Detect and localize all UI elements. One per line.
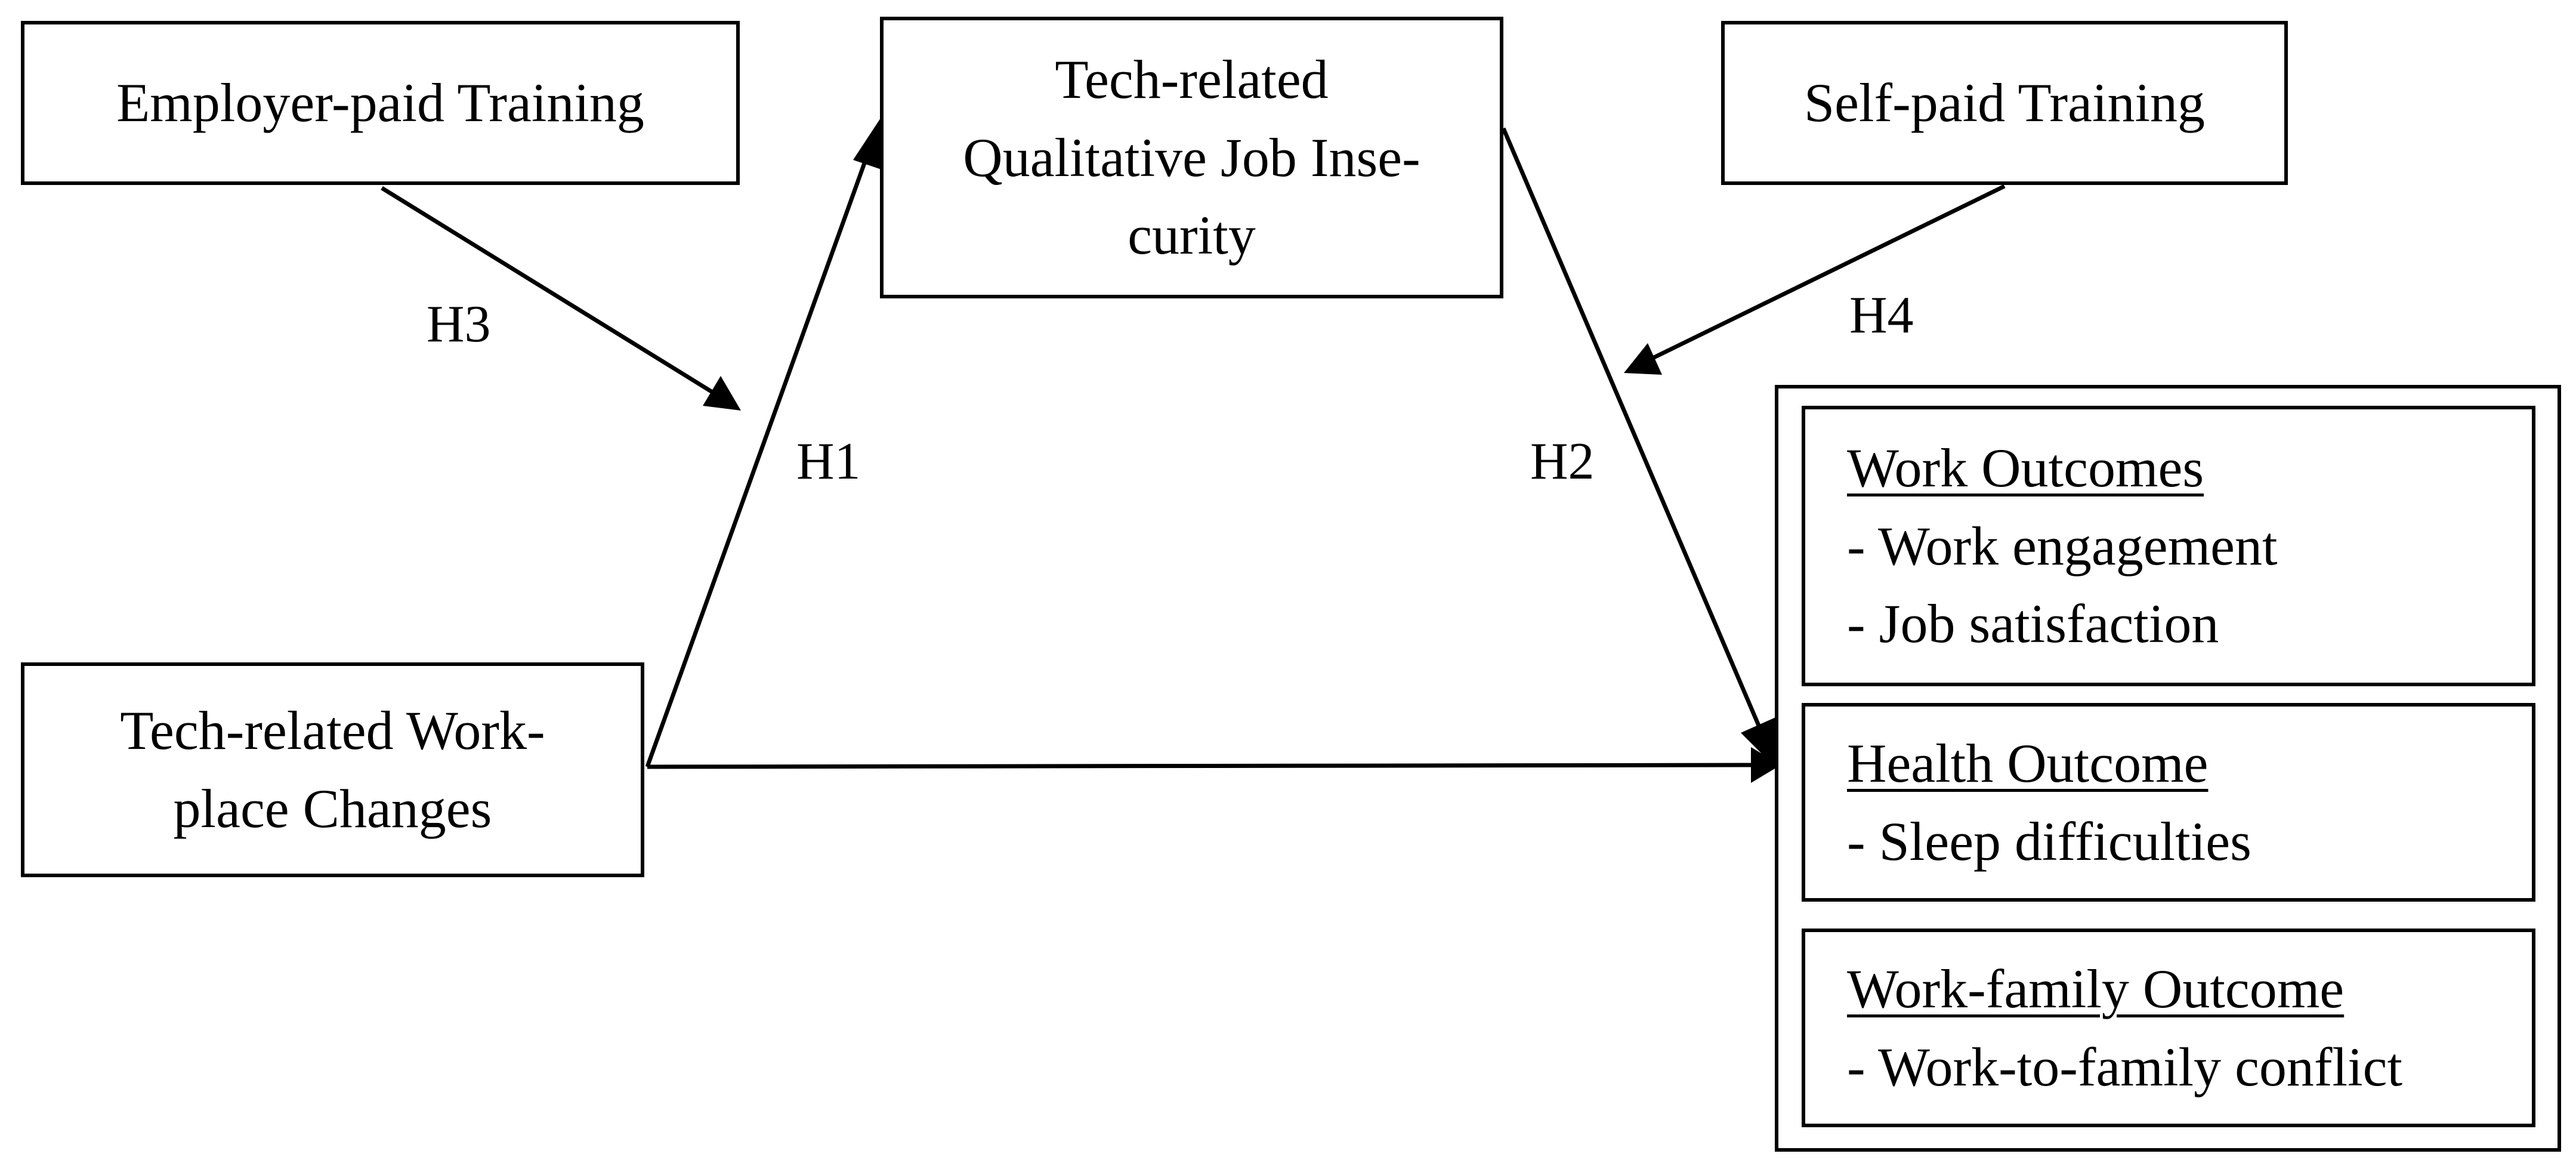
workplace-changes-line-2: place Changes — [173, 778, 492, 839]
work-family-outcome-heading: Work-family Outcome — [1847, 958, 2345, 1019]
arrow-direct — [647, 763, 1763, 769]
hypothesis-label-h4: H4 — [1849, 286, 1914, 344]
workplace-changes-box: Tech-related Work- place Changes — [21, 662, 644, 877]
work-outcome-item-engagement: - Work engagement — [1847, 515, 2278, 576]
self-paid-training-box: Self-paid Training — [1721, 21, 2288, 185]
arrowhead-h2 — [1741, 716, 1779, 771]
job-insecurity-line-2: Qualitative Job Inse- — [963, 127, 1420, 188]
employer-paid-training-box: Employer-paid Training — [21, 21, 740, 185]
health-outcome-item-sleep: - Sleep difficulties — [1847, 810, 2251, 872]
hypothesis-label-h2: H2 — [1530, 433, 1595, 491]
arrowhead-h4 — [1624, 343, 1662, 375]
health-outcome-box: Health Outcome - Sleep difficulties — [1802, 703, 2535, 902]
arrowhead-h3 — [703, 376, 741, 411]
workplace-changes-line-1: Tech-related Work- — [120, 700, 545, 761]
hypothesis-label-h1: H1 — [796, 433, 861, 491]
arrowhead-direct — [1751, 747, 1781, 783]
work-outcomes-box: Work Outcomes - Work engagement - Job sa… — [1802, 406, 2535, 686]
self-paid-training-label: Self-paid Training — [1803, 72, 2206, 134]
health-outcome-heading: Health Outcome — [1847, 732, 2209, 794]
work-family-outcome-box: Work-family Outcome - Work-to-family con… — [1802, 929, 2535, 1127]
employer-paid-training-label: Employer-paid Training — [116, 72, 644, 134]
hypothesis-label-h3: H3 — [427, 295, 491, 353]
arrow-h4 — [1639, 184, 2006, 366]
work-outcomes-heading: Work Outcomes — [1847, 437, 2204, 499]
work-family-outcome-item-conflict: - Work-to-family conflict — [1847, 1036, 2403, 1097]
arrow-h3 — [381, 186, 726, 402]
job-insecurity-box: Tech-related Qualitative Job Inse- curit… — [880, 17, 1503, 298]
job-insecurity-line-3: curity — [1128, 205, 1256, 266]
arrow-h2 — [1501, 127, 1775, 760]
job-insecurity-line-1: Tech-related — [1055, 49, 1329, 110]
work-outcome-item-satisfaction: - Job satisfaction — [1847, 593, 2219, 655]
arrow-h1 — [645, 127, 879, 768]
